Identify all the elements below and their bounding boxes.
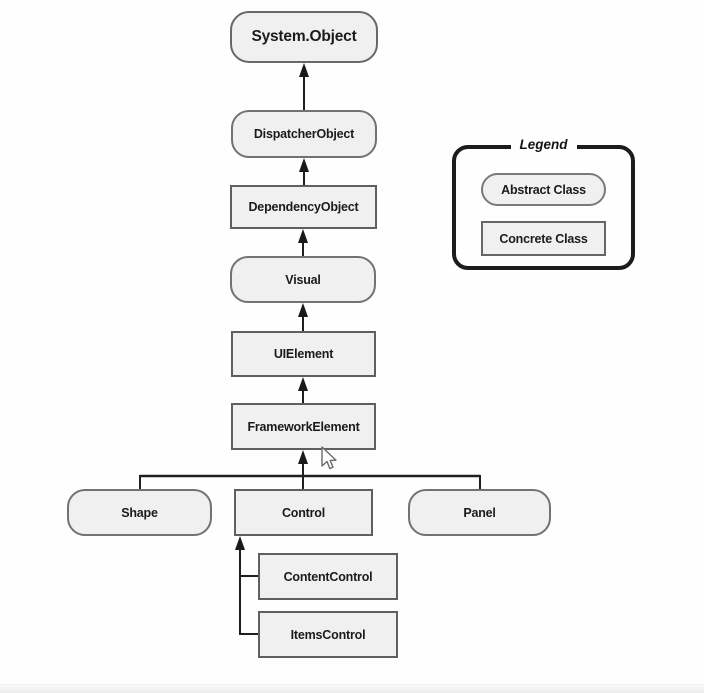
class-label: Panel [463,505,496,520]
class-box-items-control: ItemsControl [258,611,398,658]
class-label: Control [281,505,326,520]
class-label: System.Object [251,28,357,45]
class-box-visual: Visual [230,256,376,303]
legend-abstract-class-sample: Abstract Class [481,173,606,206]
class-label: FrameworkElement [247,419,360,434]
legend-concrete-label: Concrete Class [499,231,588,246]
class-label: UIElement [273,347,334,361]
class-box-framework-element: FrameworkElement [231,403,376,450]
class-box-dispatcher-object: DispatcherObject [231,110,377,158]
class-box-shape: Shape [67,489,212,536]
class-box-panel: Panel [408,489,551,536]
class-label: ContentControl [283,569,373,584]
class-label: DependencyObject [248,200,359,214]
class-box-content-control: ContentControl [258,553,398,600]
class-label: DispatcherObject [253,127,355,141]
mouse-cursor-icon [321,446,337,470]
class-box-system-object: System.Object [230,11,378,63]
class-label: Visual [285,272,321,287]
bottom-edge-strip [0,684,704,693]
class-box-dependency-object: DependencyObject [230,185,377,229]
legend-abstract-label: Abstract Class [501,182,586,197]
class-label: ItemsControl [290,627,366,642]
legend-concrete-class-sample: Concrete Class [481,221,606,256]
legend: Legend Abstract Class Concrete Class [452,137,635,270]
class-label: Shape [121,505,158,520]
class-box-uielement: UIElement [231,331,376,377]
legend-title: Legend [510,137,577,152]
class-box-control: Control [234,489,373,536]
